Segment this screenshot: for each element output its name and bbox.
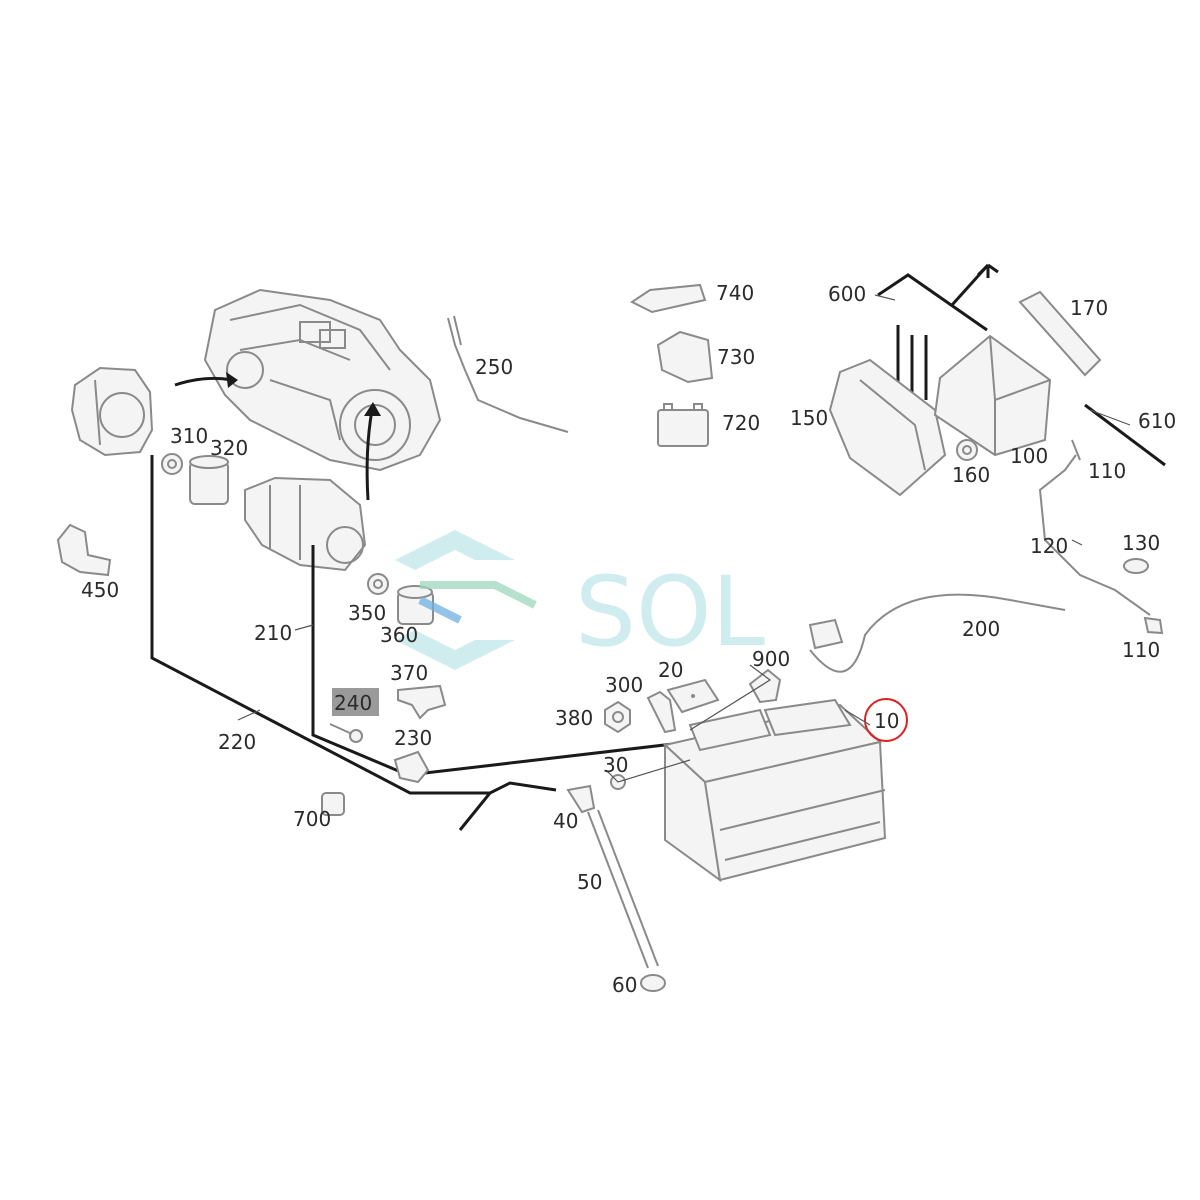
sol-watermark: SOL xyxy=(395,530,765,670)
fuse-holder-740 xyxy=(630,283,707,314)
plate-20 xyxy=(666,678,720,714)
label-50: 50 xyxy=(577,870,602,894)
bolt-240 xyxy=(329,723,363,743)
bolt-300 xyxy=(646,690,677,734)
label-610: 610 xyxy=(1138,409,1176,433)
label-210: 210 xyxy=(254,621,292,645)
label-100: 100 xyxy=(1010,444,1048,468)
battery-tray-150 xyxy=(828,358,947,497)
label-250: 250 xyxy=(475,355,513,379)
label-120: 120 xyxy=(1030,534,1068,558)
clip-900 xyxy=(748,668,782,704)
battery-10 xyxy=(662,698,887,883)
cable-610 xyxy=(1084,403,1166,467)
label-200: 200 xyxy=(962,617,1000,641)
label-720: 720 xyxy=(722,411,760,435)
cable-600 xyxy=(877,273,988,332)
aux-battery-720 xyxy=(657,403,709,447)
label-10: 10 xyxy=(874,709,899,733)
bushing-700 xyxy=(321,792,345,816)
cable-branch xyxy=(458,792,492,831)
fuse-box-170 xyxy=(1018,290,1102,377)
nut-310 xyxy=(161,453,183,475)
label-130: 130 xyxy=(1122,531,1160,555)
label-320: 320 xyxy=(210,436,248,460)
label-220: 220 xyxy=(218,730,256,754)
terminal-110b xyxy=(1143,616,1164,635)
label-730: 730 xyxy=(717,345,755,369)
label-300: 300 xyxy=(605,673,643,697)
label-170: 170 xyxy=(1070,296,1108,320)
label-30: 30 xyxy=(603,753,628,777)
elbow-40 xyxy=(566,784,596,814)
highlight-circle-10 xyxy=(864,698,908,742)
cable-210 xyxy=(311,545,691,777)
label-150: 150 xyxy=(790,406,828,430)
arrow-to-engine-right xyxy=(365,409,374,501)
label-310: 310 xyxy=(170,424,208,448)
label-370: 370 xyxy=(390,661,428,685)
cap-60 xyxy=(640,974,666,992)
label-240: 240 xyxy=(334,691,372,715)
label-450: 450 xyxy=(81,578,119,602)
label-350: 350 xyxy=(348,601,386,625)
cable-to-terminal xyxy=(489,781,557,795)
cable-220 xyxy=(150,455,490,795)
label-110b: 110 xyxy=(1122,638,1160,662)
label-900: 900 xyxy=(752,647,790,671)
cable-600-fork xyxy=(976,263,999,278)
battery-100 xyxy=(933,334,1052,457)
ground-cable-250 xyxy=(447,317,569,433)
label-40: 40 xyxy=(553,809,578,833)
bushing-160 xyxy=(956,439,978,461)
vent-hose-50 xyxy=(587,809,659,969)
clip-130 xyxy=(1123,558,1149,574)
label-110a: 110 xyxy=(1088,459,1126,483)
alternator-illustration xyxy=(70,366,154,457)
label-230: 230 xyxy=(394,726,432,750)
label-60: 60 xyxy=(612,973,637,997)
bracket-450 xyxy=(56,523,112,577)
starter-motor-illustration xyxy=(244,476,367,572)
watermark-text: SOL xyxy=(575,556,765,668)
label-740: 740 xyxy=(716,281,754,305)
label-700: 700 xyxy=(293,807,331,831)
cable-120 xyxy=(1038,439,1151,616)
bracket-370 xyxy=(397,684,447,720)
label-20: 20 xyxy=(658,658,683,682)
label-600: 600 xyxy=(828,282,866,306)
highlight-box-240 xyxy=(332,688,379,716)
terminal-230 xyxy=(393,750,430,784)
label-160: 160 xyxy=(952,463,990,487)
label-380: 380 xyxy=(555,706,593,730)
label-360: 360 xyxy=(380,623,418,647)
cable-200 xyxy=(808,593,1066,673)
nut-380 xyxy=(604,700,631,734)
bushing-320 xyxy=(189,455,229,505)
nut-350 xyxy=(367,573,389,595)
engine-illustration xyxy=(203,288,442,472)
module-730 xyxy=(656,330,714,384)
